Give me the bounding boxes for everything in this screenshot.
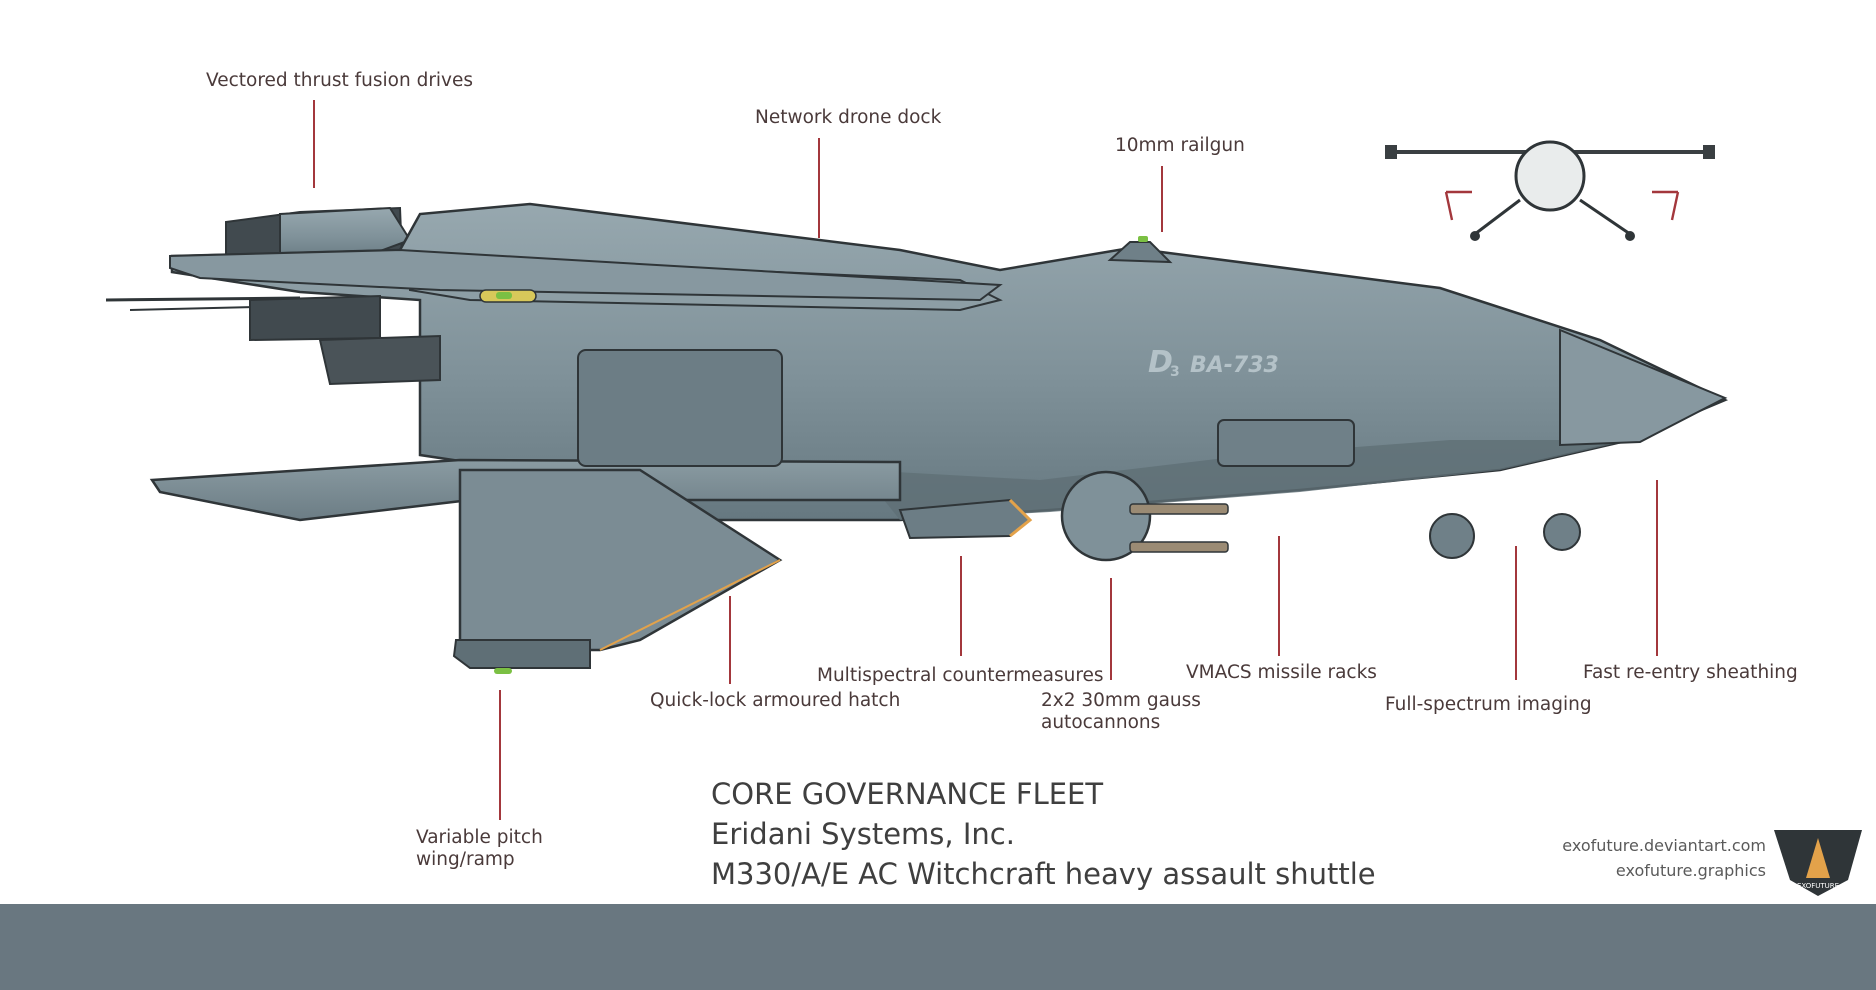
callout-variable-pitch-line1: Variable pitch (416, 827, 543, 848)
leader-railgun (1161, 166, 1164, 232)
autocannon-barrel-2 (1129, 541, 1229, 553)
fusion-drive-middle (249, 294, 441, 386)
callout-gauss-line2: autocannons (1041, 712, 1161, 733)
leader-gauss-autocannons (1110, 578, 1113, 680)
title-designation: M330/A/E AC Witchcraft heavy assault shu… (711, 857, 1376, 891)
callout-variable-pitch-line2: wing/ramp (416, 849, 515, 870)
title-fleet: CORE GOVERNANCE FLEET (711, 777, 1104, 811)
leader-vmacs (1278, 536, 1281, 656)
ramp-light (494, 668, 512, 674)
ramp-foot (452, 639, 591, 669)
callout-network-drone-dock: Network drone dock (755, 107, 942, 128)
credits: exofuture.deviantart.com exofuture.graph… (1562, 833, 1766, 883)
autocannon-turret (1060, 470, 1152, 562)
autocannon-barrel-1 (1129, 503, 1229, 515)
orange-trim (1008, 498, 1033, 538)
credit-deviantart[interactable]: exofuture.deviantart.com (1562, 836, 1766, 855)
leader-countermeasures (960, 556, 963, 656)
hull-marking-sub: 3 (1170, 364, 1180, 380)
lower-hull-shadow (860, 440, 1630, 520)
hull-marking-letter: D (1148, 345, 1173, 380)
callout-variable-pitch: Variable pitch wing/ramp (416, 827, 543, 871)
leader-quick-lock-hatch (729, 596, 732, 684)
imaging-pod-1 (1429, 513, 1475, 559)
leader-variable-pitch (499, 690, 502, 820)
orange-trim-ramp (599, 559, 781, 651)
footer-bar (0, 904, 1876, 990)
callout-countermeasures: Multispectral countermeasures (817, 665, 1104, 686)
callout-imaging: Full-spectrum imaging (1385, 694, 1592, 715)
callout-vectored-thrust: Vectored thrust fusion drives (206, 70, 474, 91)
imaging-pod-2 (1543, 513, 1581, 551)
callout-railgun: 10mm railgun (1115, 135, 1245, 156)
railgun-light (1138, 236, 1148, 242)
callout-gauss-autocannons: 2x2 30mm gauss autocannons (1041, 690, 1201, 734)
callout-reentry: Fast re-entry sheathing (1583, 662, 1798, 683)
leader-vectored-thrust (313, 100, 316, 188)
svg-text:EXOFUTURE: EXOFUTURE (1797, 882, 1839, 890)
hull-registration: BA-733 (1190, 353, 1279, 378)
callout-quick-lock-hatch: Quick-lock armoured hatch (650, 690, 901, 711)
title-block: CORE GOVERNANCE FLEET Eridani Systems, I… (711, 774, 1376, 894)
leader-reentry (1656, 480, 1659, 656)
nose-cone (1559, 328, 1728, 447)
upper-stabilizer (169, 248, 1003, 302)
callout-gauss-line1: 2x2 30mm gauss (1041, 690, 1201, 711)
callout-vmacs: VMACS missile racks (1186, 662, 1377, 683)
missile-rack-panel (1217, 419, 1355, 467)
title-manufacturer: Eridani Systems, Inc. (711, 817, 1015, 851)
exofuture-logo: EXOFUTURE (1774, 830, 1862, 896)
leader-imaging (1515, 546, 1518, 680)
credit-website[interactable]: exofuture.graphics (1615, 861, 1766, 880)
leader-network-drone-dock (818, 138, 821, 238)
front-view (1385, 140, 1715, 241)
armoured-hatch-panel (577, 349, 783, 467)
antenna-1 (105, 296, 301, 302)
railgun-mount (1107, 241, 1173, 264)
nav-light-green (496, 292, 512, 299)
